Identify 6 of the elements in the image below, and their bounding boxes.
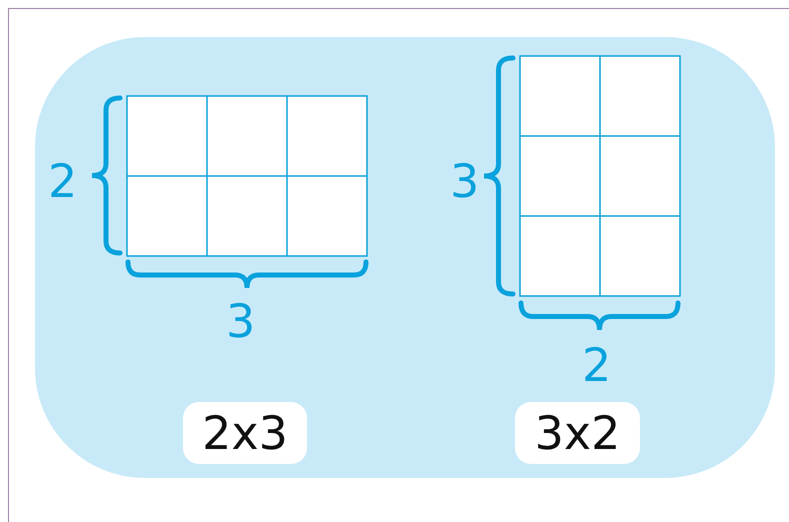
count-label: 3: [226, 298, 256, 344]
count-label: 2: [582, 342, 612, 388]
count-label: 2: [48, 158, 78, 204]
count-label: 3: [450, 158, 480, 204]
expression-tag: 2x3: [183, 402, 307, 464]
expression-tag: 3x2: [515, 402, 640, 464]
